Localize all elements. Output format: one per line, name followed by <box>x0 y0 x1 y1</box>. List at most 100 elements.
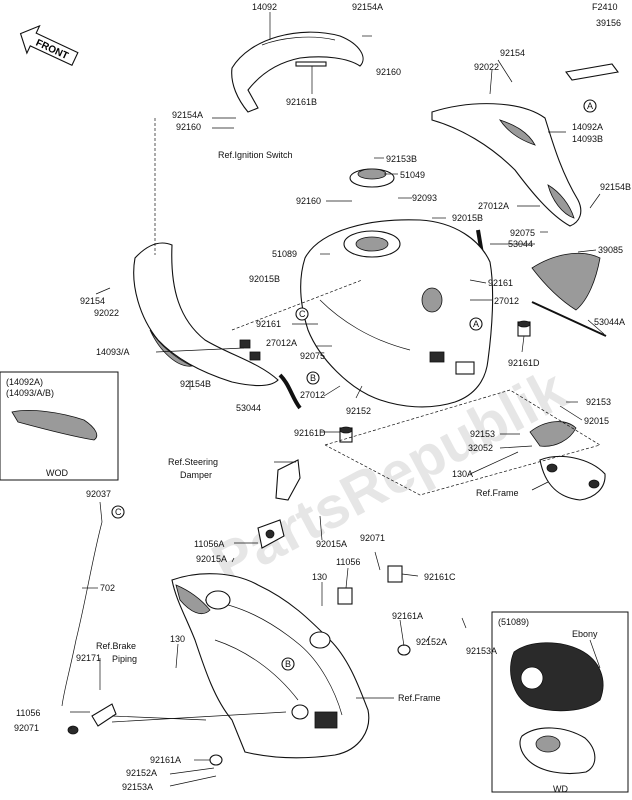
callout-a-tank: A <box>469 317 483 331</box>
part-number-label: 92015B <box>452 213 483 223</box>
part-number-label: 27012A <box>266 338 297 348</box>
part-number-label: 32052 <box>468 443 493 453</box>
leader-lines <box>70 12 605 787</box>
grommet-92161d-left <box>339 426 353 443</box>
svg-text:WD: WD <box>553 784 568 794</box>
part-number-label: 92161 <box>256 319 281 329</box>
frame-assembly <box>171 573 370 759</box>
ref-frame-lower: Ref.Frame <box>398 693 441 703</box>
svg-text:(14093/A/B): (14093/A/B) <box>6 388 54 398</box>
part-number-label: 11056A <box>194 539 224 549</box>
svg-text:WOD: WOD <box>46 468 68 478</box>
svg-text:C: C <box>299 309 306 319</box>
part-number-label: 92015 <box>584 416 609 426</box>
ref-frame-upper: Ref.Frame <box>476 488 519 498</box>
part-number-label: 92154A <box>352 2 383 12</box>
part-number-label: 92161A <box>392 611 423 621</box>
inset-right: (51089) Ebony WD <box>491 611 629 794</box>
fuel-tank-51089 <box>300 219 494 408</box>
grommet-92161d-right <box>517 320 531 337</box>
bracket-32052 <box>529 421 606 501</box>
part-number-label: 27012A <box>478 201 509 211</box>
svg-text:C: C <box>115 507 122 517</box>
part-number-label: 92154B <box>600 182 631 192</box>
part-number-label: 14093B <box>572 134 603 144</box>
part-number-label: 92153 <box>470 429 495 439</box>
part-number-label: 92022 <box>94 308 119 318</box>
part-number-label: 92153A <box>122 782 153 792</box>
svg-text:(14092A): (14092A) <box>6 377 43 387</box>
part-number-label: 92161A <box>150 755 181 765</box>
part-number-label: 92071 <box>14 723 39 733</box>
front-arrow-icon: FRONT <box>19 24 79 67</box>
part-number-label: 27012 <box>494 296 519 306</box>
part-number-label: 92075 <box>510 228 535 238</box>
part-number-label: 92152A <box>416 637 447 647</box>
svg-text:Ebony: Ebony <box>572 629 598 639</box>
part-number-label: 92154 <box>80 296 105 306</box>
ref-steering-damper-2: Damper <box>180 470 212 480</box>
ref-brake-piping-2: Piping <box>112 654 137 664</box>
part-number-label: 92161D <box>508 358 540 368</box>
hose-702 <box>61 521 103 707</box>
part-number-label: 130 <box>312 572 327 582</box>
part-number-label: 92152A <box>126 768 157 778</box>
part-number-label: 39156 <box>596 18 621 28</box>
callout-b-frame: B <box>281 657 295 671</box>
part-number-label: 92160 <box>376 67 401 77</box>
svg-text:A: A <box>473 319 479 329</box>
ref-ignition-switch: Ref.Ignition Switch <box>218 150 293 160</box>
part-number-label: 27012 <box>300 390 325 400</box>
callout-c-tank: C <box>295 307 309 321</box>
part-number-label: 14093/A <box>96 347 130 357</box>
part-number-label: 92022 <box>474 62 499 72</box>
part-number-label: 92152 <box>346 406 371 416</box>
part-number-label: 130A <box>452 469 473 479</box>
ref-steering-damper-1: Ref.Steering <box>168 457 218 467</box>
diagram-code: F2410 <box>592 2 618 12</box>
part-number-label: 14092 <box>252 2 277 12</box>
part-number-label: 92075 <box>300 351 325 361</box>
part-number-label: 53044 <box>508 239 533 249</box>
part-number-label: 39085 <box>598 245 623 255</box>
part-number-label: 53044A <box>594 317 625 327</box>
part-number-label: 92071 <box>360 533 385 543</box>
part-number-label: 14092A <box>572 122 603 132</box>
callout-a-upper: A <box>583 99 597 113</box>
part-number-label: 92153A <box>466 646 497 656</box>
callout-b-tank: B <box>306 371 320 385</box>
part-number-label: 92161B <box>286 97 317 107</box>
part-number-label: 92160 <box>176 122 201 132</box>
panel-39085 <box>531 252 601 311</box>
part-number-label: 92015A <box>316 539 347 549</box>
pad-39156 <box>565 63 619 81</box>
part-number-label: 92037 <box>86 489 111 499</box>
ref-brake-piping-1: Ref.Brake <box>96 641 136 651</box>
part-number-label: 51089 <box>272 249 297 259</box>
part-number-label: 92154B <box>180 379 211 389</box>
part-number-label: 92015B <box>249 274 280 284</box>
part-number-label: 92161C <box>424 572 456 582</box>
inset-left: (14092A) (14093/A/B) WOD <box>0 371 119 481</box>
svg-text:B: B <box>310 373 316 383</box>
part-number-label: 92160 <box>296 196 321 206</box>
side-cover-14093 <box>133 242 279 387</box>
part-number-label: 53044 <box>236 403 261 413</box>
svg-text:B: B <box>285 659 291 669</box>
part-number-label: 92154 <box>500 48 525 58</box>
part-number-label: 92171 <box>76 653 101 663</box>
svg-text:A: A <box>587 101 593 111</box>
part-number-label: 11056 <box>16 708 40 718</box>
part-number-label: 92161 <box>488 278 513 288</box>
part-number-label: 11056 <box>336 557 360 567</box>
part-number-label: 51049 <box>400 170 425 180</box>
part-number-label: 92015A <box>196 554 227 564</box>
svg-text:(51089): (51089) <box>498 617 529 627</box>
bracket-11056 <box>337 565 403 605</box>
bracket-11056-lower <box>67 644 411 766</box>
part-number-label: 92153B <box>386 154 417 164</box>
strip-53044a <box>531 301 607 337</box>
part-number-label: 92093 <box>412 193 437 203</box>
